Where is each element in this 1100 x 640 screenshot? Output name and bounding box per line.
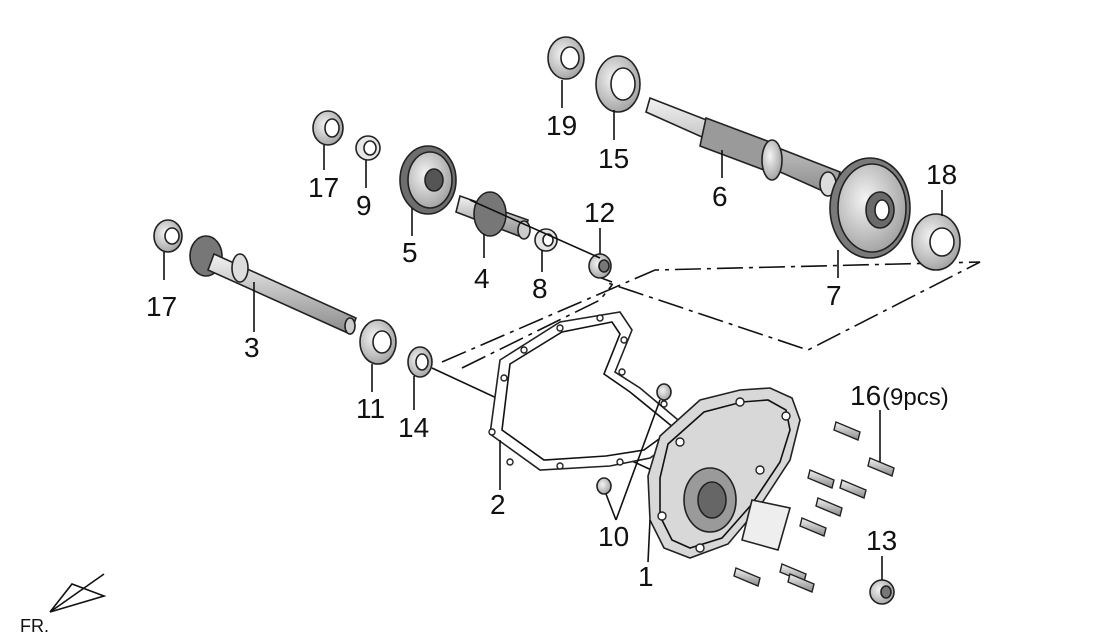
callout-11: 11 [356,393,385,424]
bearing-11 [359,319,397,392]
callout-12: 12 [584,197,615,228]
callout-16-quantity: (9pcs) [882,384,949,411]
callout-5: 5 [402,237,418,268]
bushing-13 [869,556,895,605]
callout-10: 10 [598,521,629,552]
callout-14: 14 [398,412,429,443]
callout-8: 8 [532,273,548,304]
transmission-cover-1 [647,387,801,563]
front-direction-mark: FR. [20,573,107,636]
washer-9 [355,135,381,188]
front-direction-label: FR. [20,616,49,636]
pinion-shaft-4 [455,191,531,258]
callout-2: 2 [490,489,506,520]
gear-5 [399,145,457,236]
callout-1: 1 [638,561,654,592]
dowel-pins-10 [596,383,672,521]
callout-15: 15 [598,143,629,174]
callout-labels: 19 15 6 18 7 17 9 5 4 8 12 17 3 11 14 2 … [146,110,957,592]
callout-16: 16 [850,380,881,411]
bearing-18 [911,190,961,271]
callout-6: 6 [712,181,728,212]
output-shaft-6 [645,96,841,198]
callout-17-upper: 17 [308,172,339,203]
callout-13: 13 [866,525,897,556]
bushing-12 [469,199,612,279]
oil-seal-15 [595,55,641,140]
bolts-16 [733,410,895,593]
gasket-2 [488,311,692,490]
callout-18: 18 [926,159,957,190]
oil-seal-14 [407,346,433,410]
callout-19: 19 [546,110,577,141]
callout-7: 7 [826,280,842,311]
bearing-17-upper [312,110,344,170]
washer-8 [534,228,558,272]
callout-4: 4 [474,263,490,294]
input-shaft-3 [189,235,358,336]
callout-3: 3 [244,332,260,363]
callout-17-lower: 17 [146,291,177,322]
bearing-19 [547,36,585,108]
bearing-17-lower [153,219,183,280]
callout-9: 9 [356,190,372,221]
gear-7 [829,157,911,278]
